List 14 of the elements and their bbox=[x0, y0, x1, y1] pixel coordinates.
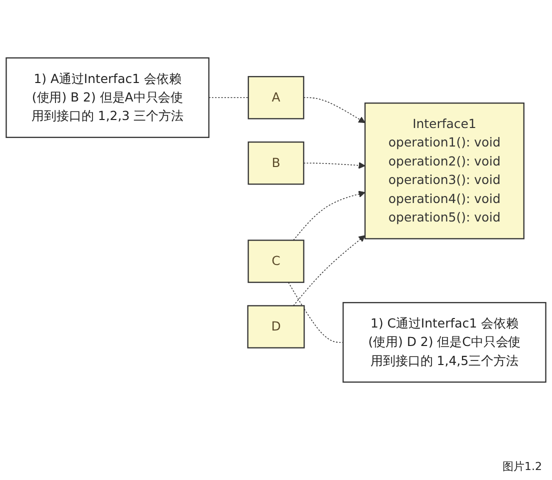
arrow bbox=[293, 190, 366, 241]
node-box: 1) C通过Interfac1 会依赖(使用) D 2) 但是C中只会使用到接口的 1,4,5三个方法 bbox=[342, 302, 546, 383]
node-box: Interface1 operation1(): void operation2(): void operation3(): void operation4(): void operation5(): void bbox=[364, 102, 524, 240]
node-box: 1) A通过Interfac1 会依赖(使用) B 2) 但是A中只会使用到接口的 1,2,3 三个方法 bbox=[6, 57, 210, 138]
arrow bbox=[303, 162, 366, 169]
arrow bbox=[303, 97, 366, 124]
file-label: 图片1.2 bbox=[502, 460, 542, 473]
connector bbox=[208, 97, 249, 98]
node-box: B bbox=[248, 141, 304, 185]
node-box: D bbox=[247, 305, 305, 348]
connector bbox=[288, 282, 344, 343]
node-box: C bbox=[248, 240, 304, 283]
node-box: A bbox=[248, 76, 304, 120]
arrow bbox=[293, 235, 366, 306]
